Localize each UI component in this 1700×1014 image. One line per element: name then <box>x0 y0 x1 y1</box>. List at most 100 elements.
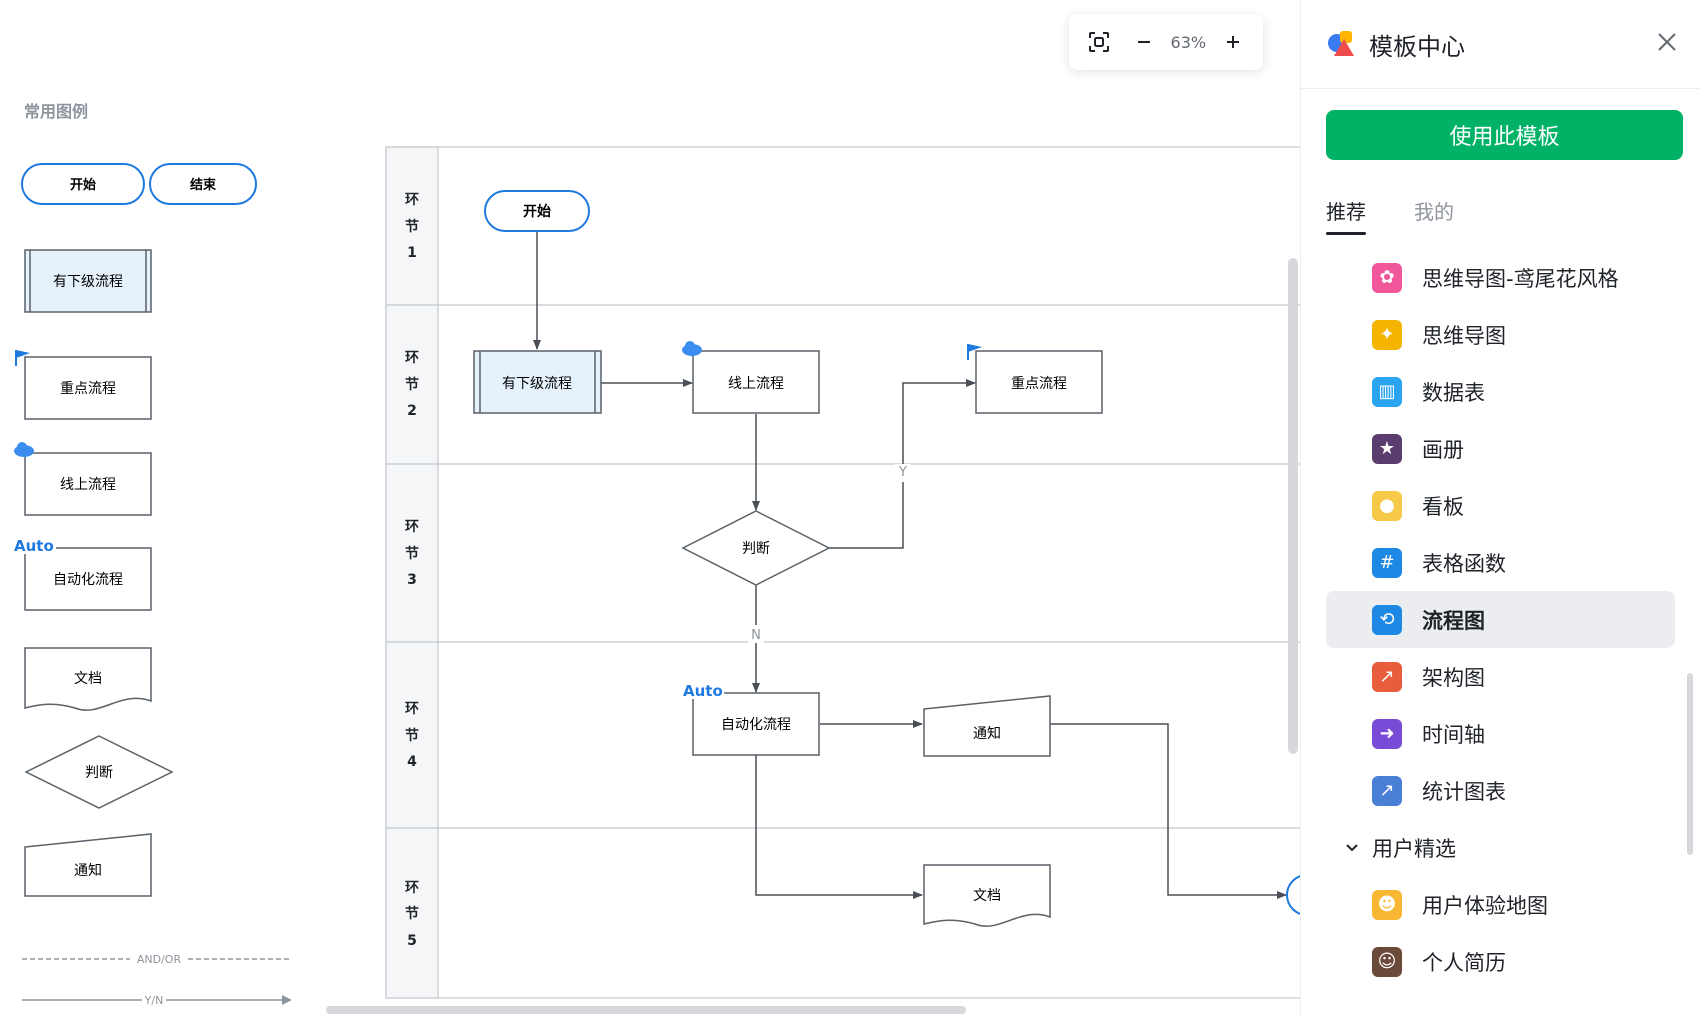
panel-scrollbar[interactable] <box>1687 673 1693 855</box>
legend-palette: 开始 结束 有下级流程 重点流程 线上流程 <box>12 163 292 1007</box>
template-item-label: 思维导图 <box>1422 323 1506 348</box>
lane-5-label[interactable]: 环 节 5 <box>405 880 419 949</box>
edge-label-no: N <box>751 628 761 643</box>
legend-auto-process-label: 自动化流程 <box>53 572 123 588</box>
close-icon[interactable] <box>1653 28 1681 56</box>
zoom-in-button[interactable] <box>1215 24 1251 60</box>
template-item[interactable]: ▥数据表 <box>1326 363 1675 420</box>
template-item[interactable]: ✿ 思维导图-鸢尾花风格 <box>1326 249 1675 306</box>
chevron-down-icon <box>1346 843 1358 851</box>
use-template-button[interactable]: 使用此模板 <box>1326 110 1683 160</box>
section-user-picks[interactable]: 用户精选 <box>1326 819 1675 876</box>
legend-online-process-shape[interactable]: 线上流程 <box>14 442 152 516</box>
architecture-icon: ↗ <box>1372 661 1402 692</box>
numbers-icon: # <box>1372 547 1402 578</box>
legend-andor-line[interactable]: AND/OR <box>22 953 292 966</box>
node-notify[interactable]: 通知 <box>923 695 1051 757</box>
node-document[interactable]: 文档 <box>923 864 1051 927</box>
node-notify-label: 通知 <box>973 725 1001 742</box>
template-item[interactable]: ✦思维导图 <box>1326 306 1675 363</box>
horizontal-scrollbar[interactable] <box>326 1006 966 1014</box>
legend-end-shape[interactable]: 结束 <box>149 163 257 205</box>
zoom-toolbar: 63% <box>1069 14 1263 70</box>
svg-text:5: 5 <box>407 933 417 949</box>
template-item[interactable]: # 表格函数 <box>1326 534 1675 591</box>
legend-andor-label: AND/OR <box>137 953 182 966</box>
lane-4-label[interactable]: 环 节 4 <box>405 701 419 770</box>
timeline-soon-icon: ➜ <box>1372 718 1402 749</box>
legend-subprocess-shape[interactable]: 有下级流程 <box>24 249 152 313</box>
edge-auto-document <box>755 755 923 899</box>
svg-text:节: 节 <box>405 376 419 393</box>
template-item-label: 数据表 <box>1422 380 1485 405</box>
legend-auto-tag: Auto <box>14 537 54 555</box>
tab-mine[interactable]: 我的 <box>1414 200 1454 224</box>
template-item[interactable]: ↗架构图 <box>1326 648 1675 705</box>
svg-text:环: 环 <box>405 880 419 896</box>
template-item-label: 个人简历 <box>1422 950 1506 975</box>
svg-text:环: 环 <box>405 192 419 208</box>
legend-auto-process-shape[interactable]: Auto 自动化流程 <box>12 536 152 611</box>
fit-to-screen-icon[interactable] <box>1081 24 1117 60</box>
template-item[interactable]: ★画册 <box>1326 420 1675 477</box>
legend-notify-shape[interactable]: 通知 <box>24 833 152 897</box>
line-chart-icon: ↗ <box>1372 775 1402 806</box>
tab-recommended[interactable]: 推荐 <box>1326 196 1366 235</box>
vertical-scrollbar[interactable] <box>1288 258 1298 754</box>
lane-3-label[interactable]: 环 节 3 <box>405 519 419 588</box>
svg-text:2: 2 <box>407 403 417 419</box>
svg-text:环: 环 <box>405 350 419 366</box>
panel-tabs: 推荐 我的 <box>1326 196 1454 235</box>
svg-text:节: 节 <box>405 905 419 922</box>
node-start-label: 开始 <box>523 203 551 220</box>
node-start[interactable]: 开始 <box>484 190 590 232</box>
lane-2-label[interactable]: 环 节 2 <box>405 350 419 419</box>
legend-key-process-shape[interactable]: 重点流程 <box>15 350 152 420</box>
diagram-canvas[interactable]: 63% 常用图例 开始 结束 有下级流程 重点流程 <box>0 0 1300 1014</box>
template-item-label: 思维导图-鸢尾花风格 <box>1422 266 1619 291</box>
svg-text:3: 3 <box>407 572 417 588</box>
template-item[interactable]: ⟲流程图 <box>1326 591 1675 648</box>
template-item[interactable]: ●看板 <box>1326 477 1675 534</box>
cloud-icon <box>14 442 34 457</box>
zoom-out-button[interactable] <box>1126 24 1162 60</box>
zoom-level[interactable]: 63% <box>1170 32 1207 52</box>
minus-icon <box>1137 41 1150 43</box>
node-end[interactable]: 结束 <box>1286 875 1300 915</box>
panel-header: 模板中心 <box>1301 0 1700 89</box>
template-item[interactable]: ☻ 用户体验地图 <box>1326 876 1675 933</box>
template-item[interactable]: ↗统计图表 <box>1326 762 1675 819</box>
node-online-process[interactable]: 线上流程 <box>682 341 820 414</box>
legend-decision-label: 判断 <box>85 765 113 781</box>
legend-start-shape[interactable]: 开始 <box>21 163 145 205</box>
flower-icon: ✿ <box>1372 262 1402 293</box>
node-subprocess[interactable]: 有下级流程 <box>473 350 602 414</box>
node-key-process[interactable]: 重点流程 <box>967 344 1103 414</box>
legend-subprocess-label: 有下级流程 <box>53 274 123 290</box>
swimlane-frame <box>385 146 1300 999</box>
cloud-icon <box>682 341 702 356</box>
node-auto-process[interactable]: Auto 自动化流程 <box>680 681 820 756</box>
flag-icon <box>15 350 30 366</box>
template-item[interactable]: ☺个人简历 <box>1326 933 1675 990</box>
node-decision[interactable]: 判断 <box>681 510 831 586</box>
template-list: ✿思维导图-鸢尾花风格✦思维导图▥数据表★画册●看板#表格函数⟲流程图↗架构图➜… <box>1326 249 1675 990</box>
template-item-label: 表格函数 <box>1422 551 1506 576</box>
legend-key-process-label: 重点流程 <box>60 381 116 397</box>
svg-text:节: 节 <box>405 545 419 562</box>
legend-decision-shape[interactable]: 判断 <box>24 735 174 809</box>
svg-text:环: 环 <box>405 701 419 717</box>
node-auto-label: 自动化流程 <box>721 717 791 733</box>
svg-text:环: 环 <box>405 519 419 535</box>
legend-document-shape[interactable]: 文档 <box>24 647 152 711</box>
connectors <box>533 232 1287 899</box>
legend-yn-line[interactable]: Y/N <box>22 994 292 1007</box>
template-item-label: 用户体验地图 <box>1422 893 1548 918</box>
template-item[interactable]: ➜时间轴 <box>1326 705 1675 762</box>
legend-document-label: 文档 <box>74 671 102 687</box>
template-item-label: 看板 <box>1422 494 1464 519</box>
svg-text:4: 4 <box>407 754 417 770</box>
flag-icon <box>967 344 982 360</box>
smiley-face-icon: ☻ <box>1372 889 1402 920</box>
lane-1-label[interactable]: 环 节 1 <box>405 192 419 261</box>
